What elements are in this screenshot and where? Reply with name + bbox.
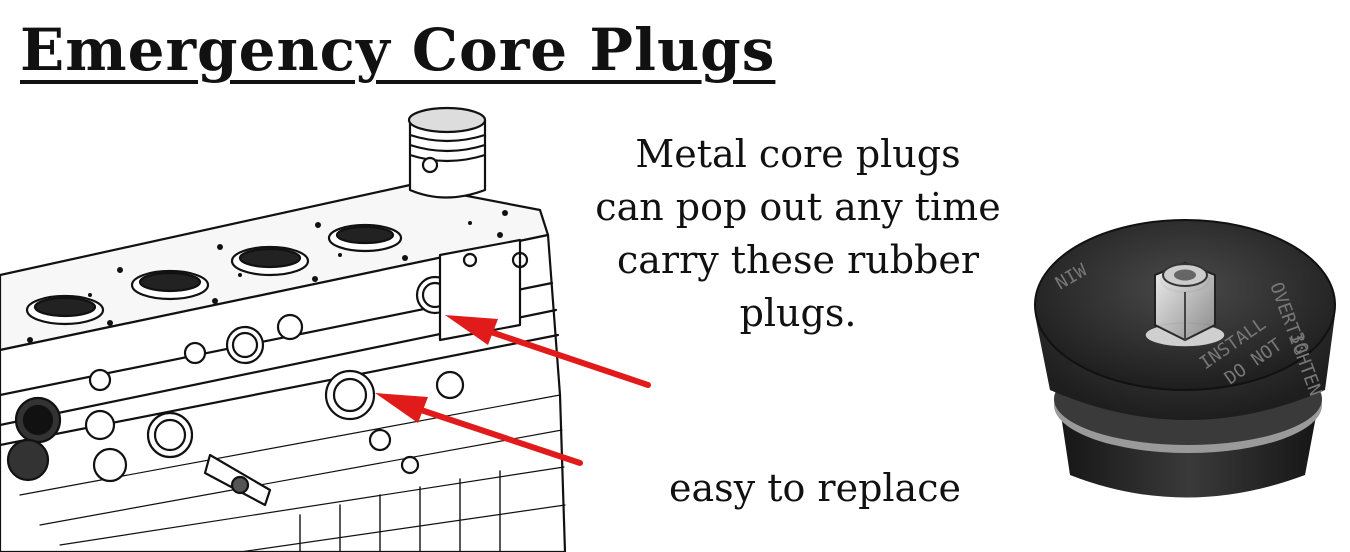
engine-block-illustration — [0, 106, 651, 552]
warning-line: can pop out any time — [595, 185, 1001, 229]
warning-line: plugs. — [739, 291, 857, 335]
page-title: Emergency Core Plugs — [20, 16, 776, 84]
warning-line: Metal core plugs — [635, 132, 961, 176]
warning-text: Metal core plugs can pop out any time ca… — [548, 128, 1048, 340]
warning-line: carry these rubber — [616, 238, 980, 282]
rubber-core-plug-photo: INSTALL DO NOT OVERTIGHTEN 30 NIW — [1034, 219, 1336, 498]
caption-easy-to-replace: easy to replace — [669, 466, 961, 510]
